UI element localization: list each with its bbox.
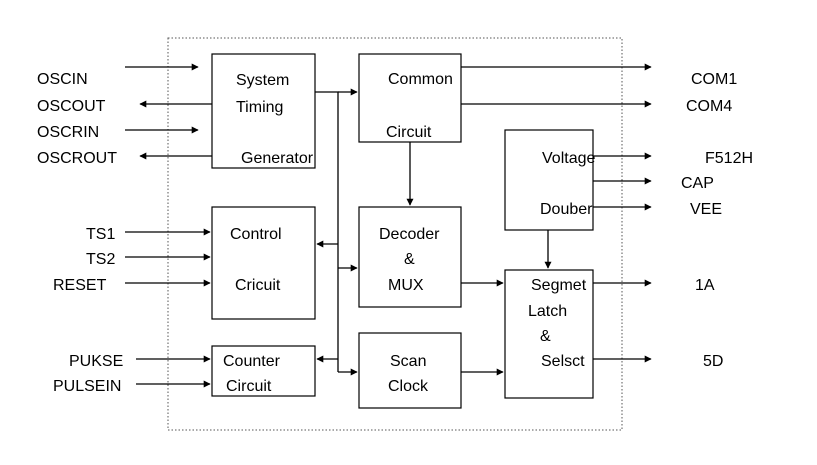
signal-1a: 1A: [695, 277, 715, 294]
signal-com4: COM4: [686, 98, 732, 115]
left-io-wires: [125, 63, 212, 388]
system-timing-line-2: Timing: [236, 99, 283, 116]
decoder-mux-block: Decoder & MUX: [358, 206, 462, 308]
decoder-line-3: MUX: [388, 277, 424, 294]
counter-circuit-block: Counter Circuit: [211, 345, 316, 397]
voltage-line-1: Voltage: [542, 150, 595, 167]
signal-oscin: OSCIN: [37, 71, 88, 88]
system-timing-line-3: Generator: [241, 150, 314, 167]
chip-boundary: [167, 37, 623, 431]
signal-pulsein: PULSEIN: [53, 378, 121, 395]
signal-f512h: F512H: [705, 150, 753, 167]
counter-line-2: Circuit: [226, 378, 272, 395]
right-io-wires: [461, 63, 652, 363]
scan-line-2: Clock: [388, 378, 429, 395]
scan-clock-block: Scan Clock: [358, 332, 462, 409]
segment-line-1: Segmet: [531, 277, 587, 294]
control-line-2: Cricuit: [235, 277, 281, 294]
signal-ts1: TS1: [86, 226, 115, 243]
signal-5d: 5D: [703, 353, 723, 370]
signal-com1: COM1: [691, 71, 737, 88]
control-line-1: Control: [230, 226, 282, 243]
segment-line-4: Selsct: [541, 353, 585, 370]
system-timing-line-1: System: [236, 72, 289, 89]
signal-ts2: TS2: [86, 251, 115, 268]
control-circuit-block: Control Cricuit: [211, 206, 316, 320]
internal-wires: [315, 88, 552, 376]
counter-line-1: Counter: [223, 353, 281, 370]
signal-reset: RESET: [53, 277, 107, 294]
decoder-line-1: Decoder: [379, 226, 440, 243]
segment-line-3: &: [540, 328, 551, 345]
signal-oscrout: OSCROUT: [37, 150, 117, 167]
segment-line-2: Latch: [528, 303, 567, 320]
signal-pukse: PUKSE: [69, 353, 123, 370]
common-line-1: Common: [388, 71, 453, 88]
segment-latch-select-block: Segmet Latch & Selsct: [504, 269, 594, 399]
common-circuit-block: Common Circuit: [358, 53, 462, 143]
voltage-line-2: Douber: [540, 201, 593, 218]
signal-oscout: OSCOUT: [37, 98, 106, 115]
voltage-douber-block: Voltage Douber: [504, 129, 595, 231]
signal-vee: VEE: [690, 201, 722, 218]
scan-line-1: Scan: [390, 353, 426, 370]
signal-oscrin: OSCRIN: [37, 124, 99, 141]
system-timing-generator-block: System Timing Generator: [211, 53, 316, 169]
common-line-2: Circuit: [386, 124, 432, 141]
decoder-line-2: &: [404, 251, 415, 268]
signal-cap: CAP: [681, 175, 714, 192]
